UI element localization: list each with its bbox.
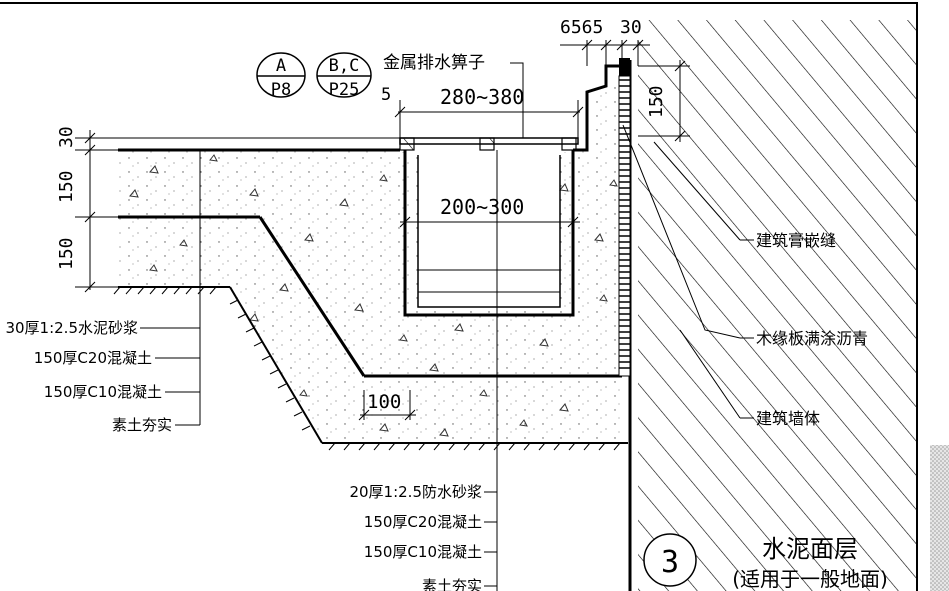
left-layer-label: 30厚1:2.5水泥砂浆 (5, 319, 138, 337)
wall-joint (618, 58, 631, 377)
metal-grate (399, 137, 579, 151)
dim-100: 100 (367, 391, 401, 413)
section-outlines (118, 64, 628, 444)
detail-title-block: 3 水泥面层 (适用于一般地面) (643, 533, 888, 591)
dim-200-300: 200~300 (440, 195, 524, 219)
dim-30-top: 30 (620, 17, 642, 38)
grate-label: 金属排水箅子 (383, 53, 485, 73)
detail-subtitle: (适用于一般地面) (732, 567, 888, 591)
dimension-lines (75, 39, 690, 421)
dim-150-right: 150 (646, 85, 667, 118)
left-layer-labels: 30厚1:2.5水泥砂浆 150厚C20混凝土 150厚C10混凝土 素土夯实 (5, 319, 172, 434)
bottom-layer-labels: 20厚1:2.5防水砂浆 150厚C20混凝土 150厚C10混凝土 素土夯实 (349, 483, 482, 591)
right-labels: 建筑膏嵌缝 木缘板满涂沥青 建筑墙体 (740, 231, 868, 428)
detail-number: 3 (661, 545, 679, 580)
dim-30-left: 30 (56, 126, 77, 148)
bottom-layer-label: 150厚C20混凝土 (364, 513, 482, 531)
ref-a-bottom: P8 (271, 80, 291, 100)
detail-number-circle (643, 533, 697, 587)
right-label-sealant: 建筑膏嵌缝 (756, 231, 836, 250)
leader-lines (140, 62, 741, 591)
ref-a-top: A (276, 56, 286, 76)
dim-150-left-b: 150 (56, 237, 77, 270)
ref-bubble-bc-p25: B,C P25 (316, 52, 372, 100)
ref-bc-bottom: P25 (329, 80, 360, 100)
right-label-timber-strip: 木缘板满涂沥青 (756, 329, 868, 348)
dim-150-left-a: 150 (56, 170, 77, 203)
right-label-building-wall: 建筑墙体 (756, 409, 820, 428)
left-layer-label: 150厚C20混凝土 (34, 349, 152, 367)
bottom-layer-label: 20厚1:2.5防水砂浆 (349, 483, 482, 501)
building-wall (628, 20, 917, 591)
dim-5: 5 (381, 85, 391, 105)
dim-280-380: 280~380 (440, 85, 524, 109)
bottom-layer-label: 150厚C10混凝土 (364, 543, 482, 561)
detail-title: 水泥面层 (762, 535, 858, 563)
concrete-fill (118, 84, 622, 443)
ref-bc-top: B,C (329, 56, 360, 76)
left-layer-label: 素土夯实 (112, 416, 172, 434)
soil-hatching (113, 286, 621, 451)
ref-bubble-a-p8: A P8 (256, 52, 306, 100)
left-layer-label: 150厚C10混凝土 (44, 383, 162, 401)
bottom-layer-label: 素土夯实 (422, 577, 482, 591)
dim-6565: 6565 (560, 17, 603, 38)
